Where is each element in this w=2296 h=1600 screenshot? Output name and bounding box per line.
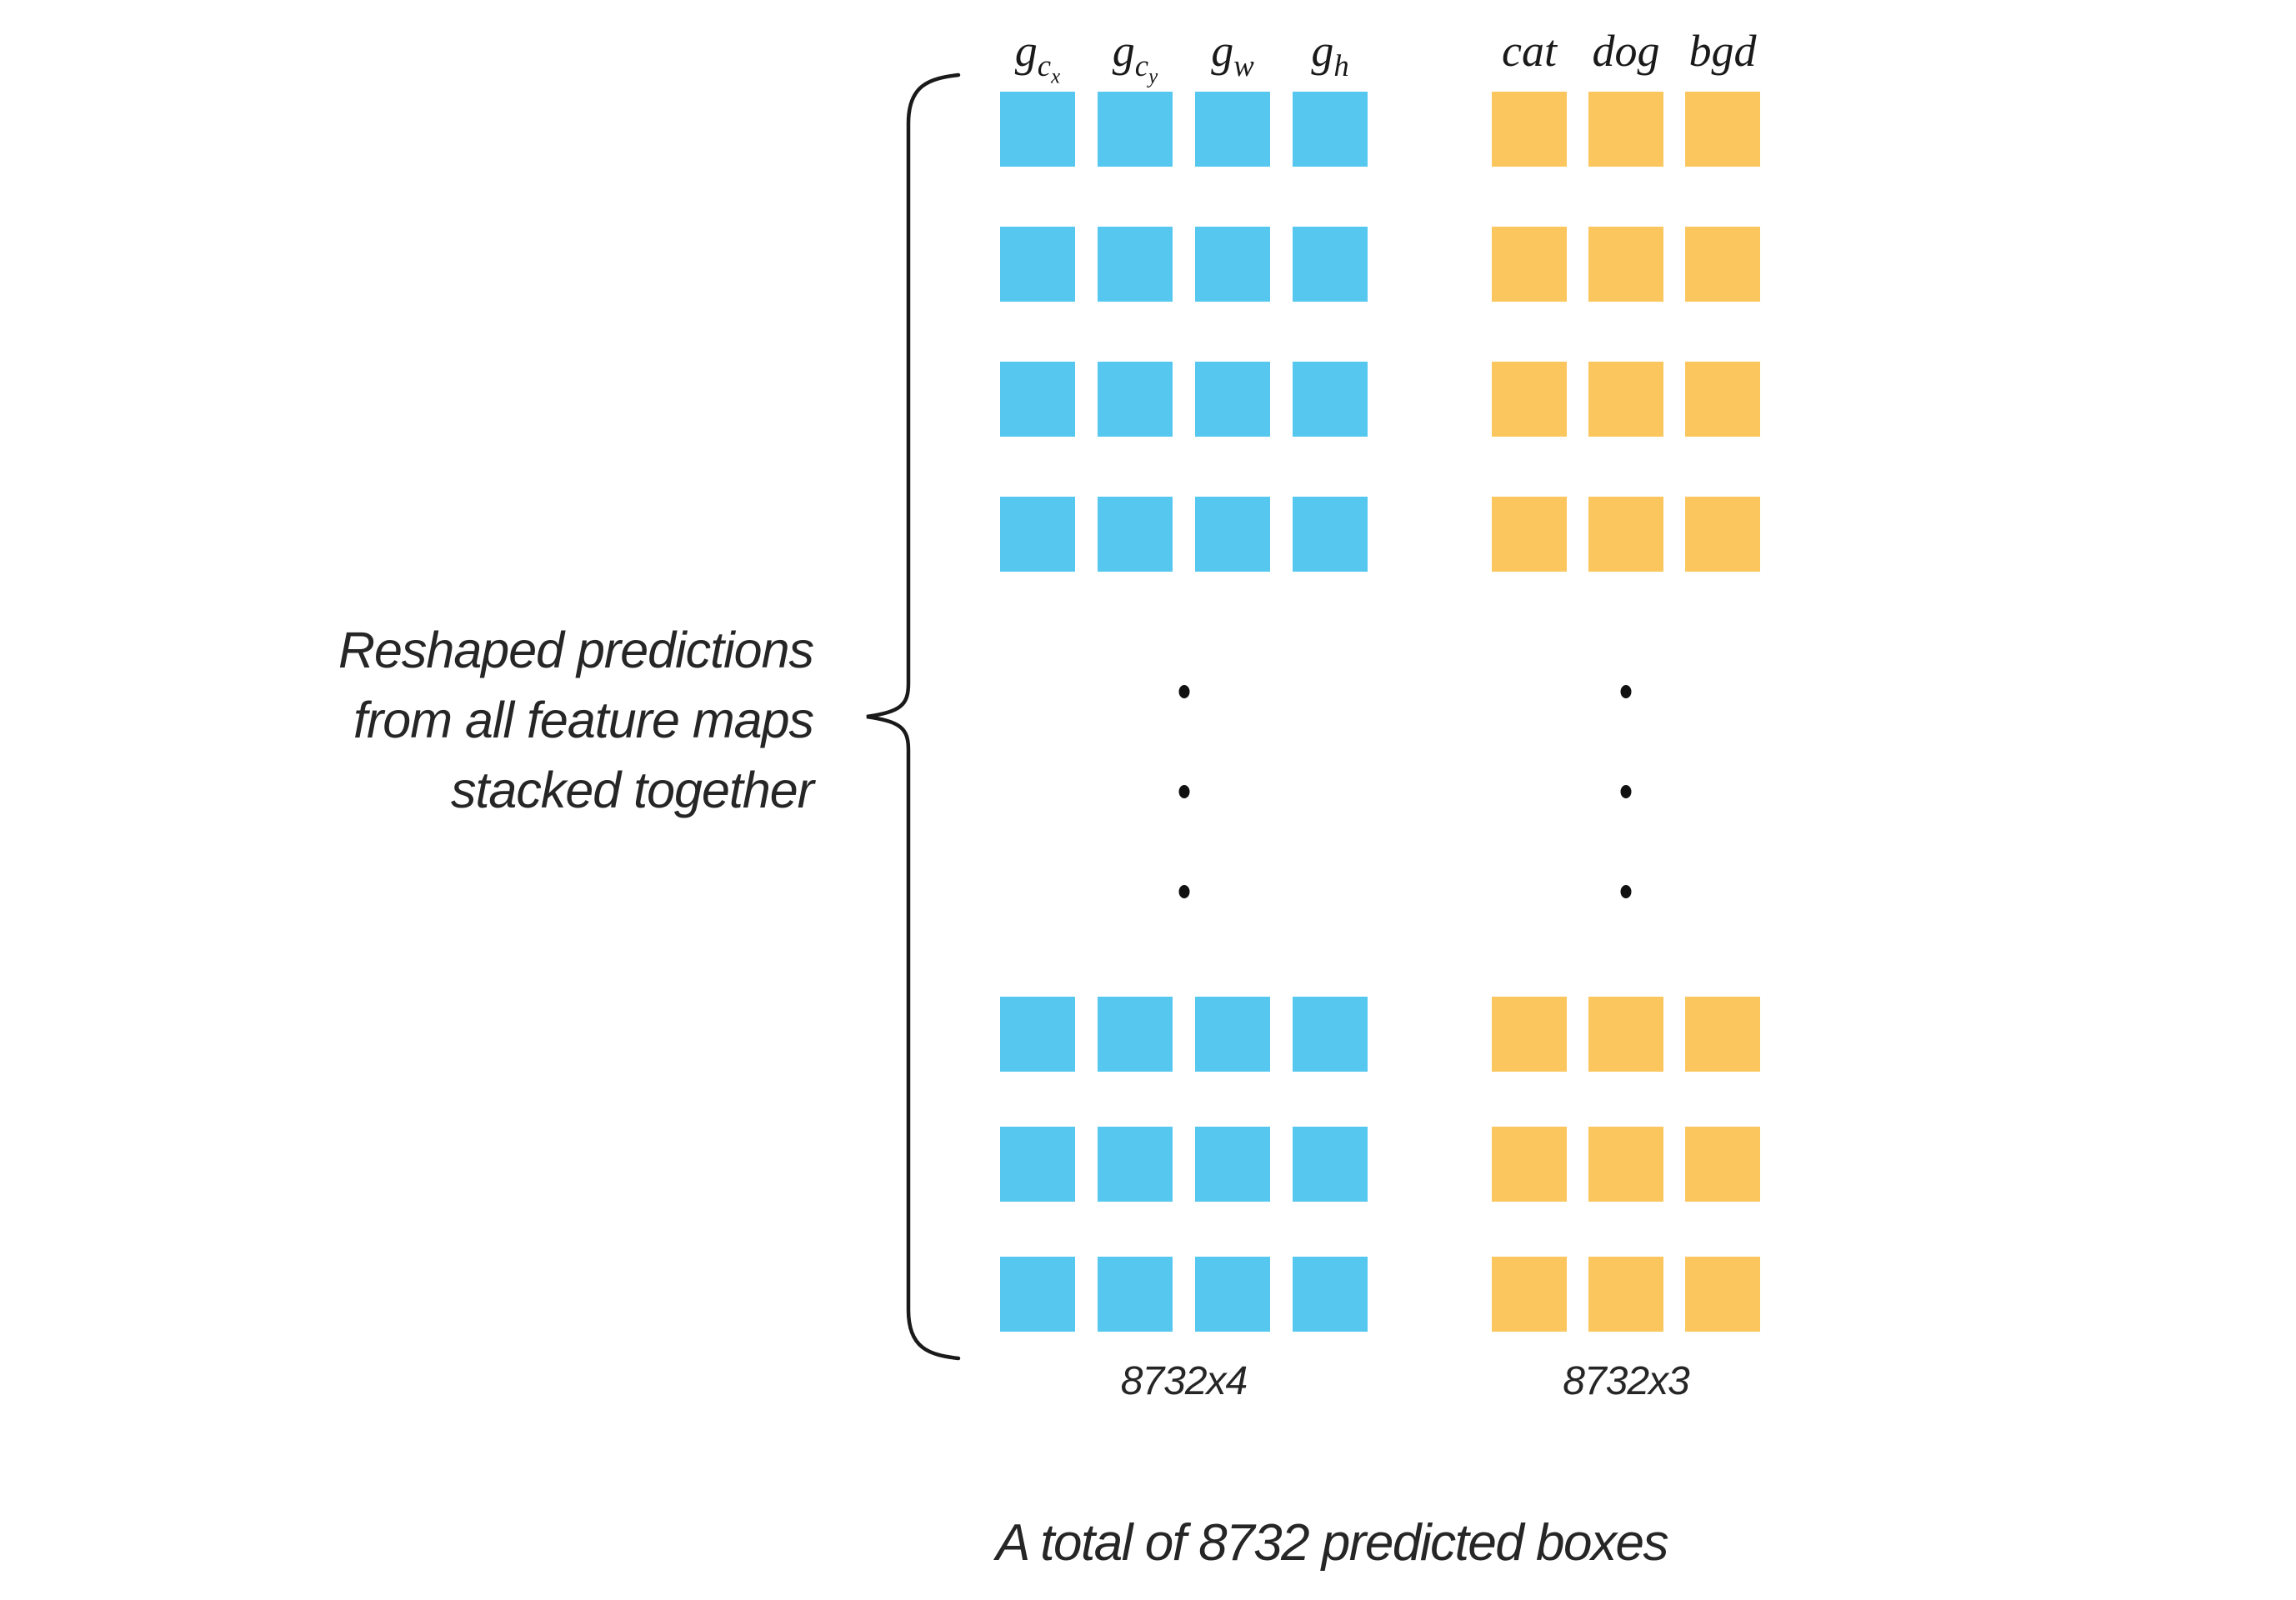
- loc-matrix-cell: [1000, 497, 1075, 572]
- cls-matrix-cell: [1685, 362, 1760, 437]
- cls-matrix-cell: [1492, 997, 1567, 1072]
- cls-matrix-cell: [1588, 1127, 1663, 1202]
- loc-matrix-cell: [1000, 997, 1075, 1072]
- loc-matrix-cell: [1195, 227, 1270, 302]
- loc-matrix-cell: [1098, 997, 1173, 1072]
- loc-size-label: 8732x4: [1120, 1359, 1248, 1403]
- loc-col-header-3: gw: [1211, 26, 1254, 82]
- loc-matrix-cell: [1195, 1127, 1270, 1202]
- loc-matrix-cell: [1195, 92, 1270, 167]
- caption: A total of 8732 predicted boxes: [996, 1514, 1669, 1572]
- loc-matrix-cell: [1098, 227, 1173, 302]
- loc-matrix-cell: [1293, 92, 1368, 167]
- loc-matrix-cell: [1000, 1257, 1075, 1332]
- cls-ellipsis-dot: [1620, 885, 1632, 898]
- loc-matrix-cell: [1293, 497, 1368, 572]
- loc-matrix-cell: [1098, 362, 1173, 437]
- annotation-line-3: stacked together: [450, 762, 814, 818]
- cls-matrix-cell: [1492, 1257, 1567, 1332]
- cls-matrix-cell: [1588, 92, 1663, 167]
- annotation-line-2: from all feature maps: [353, 692, 814, 748]
- cls-matrix-cell: [1492, 227, 1567, 302]
- loc-ellipsis-dot: [1178, 685, 1189, 698]
- cls-matrix-cell: [1685, 497, 1760, 572]
- loc-matrix-cell: [1098, 1127, 1173, 1202]
- loc-matrix-cell: [1000, 1127, 1075, 1202]
- cls-matrix-cell: [1588, 1257, 1663, 1332]
- loc-matrix-cell: [1195, 362, 1270, 437]
- loc-matrix-cell: [1098, 92, 1173, 167]
- loc-col-header-2: gcy: [1112, 26, 1158, 88]
- loc-matrix-cell: [1195, 497, 1270, 572]
- cls-matrix-cell: [1588, 227, 1663, 302]
- cls-matrix-cell: [1492, 362, 1567, 437]
- cls-matrix-cell: [1685, 227, 1760, 302]
- loc-matrix-cell: [1000, 92, 1075, 167]
- loc-matrix-cell: [1098, 1257, 1173, 1332]
- loc-matrix-cell: [1000, 227, 1075, 302]
- loc-matrix-cell: [1195, 1257, 1270, 1332]
- cls-matrix-cell: [1685, 1257, 1760, 1332]
- cls-col-header-1: cat: [1502, 26, 1557, 76]
- loc-ellipsis-dot: [1178, 785, 1189, 798]
- cls-matrix-cell: [1588, 362, 1663, 437]
- loc-matrix-cell: [1293, 1127, 1368, 1202]
- loc-matrix-cell: [1293, 227, 1368, 302]
- loc-matrix-cell: [1098, 497, 1173, 572]
- loc-col-header-4: gh: [1311, 26, 1349, 82]
- cls-matrix-cell: [1492, 1127, 1567, 1202]
- loc-matrix-cell: [1293, 1257, 1368, 1332]
- cls-ellipsis-dot: [1620, 785, 1632, 798]
- cls-matrix-cell: [1492, 92, 1567, 167]
- cls-ellipsis-dot: [1620, 685, 1632, 698]
- cls-matrix-cell: [1685, 1127, 1760, 1202]
- annotation-line-1: Reshaped predictions: [338, 622, 814, 678]
- annotation-text: Reshaped predictions from all feature ma…: [250, 615, 814, 825]
- cls-col-header-3: bgd: [1688, 26, 1757, 76]
- cls-matrix-cell: [1492, 497, 1567, 572]
- loc-ellipsis-dot: [1178, 885, 1189, 898]
- cls-matrix-cell: [1685, 997, 1760, 1072]
- loc-col-header-1: gcx: [1014, 26, 1061, 88]
- loc-matrix-cell: [1293, 997, 1368, 1072]
- cls-matrix-cell: [1685, 92, 1760, 167]
- loc-matrix-cell: [1293, 362, 1368, 437]
- cls-size-label: 8732x3: [1563, 1359, 1689, 1403]
- curly-brace-icon: [866, 72, 961, 1361]
- cls-matrix-cell: [1588, 997, 1663, 1072]
- cls-col-header-2: dog: [1592, 26, 1660, 76]
- loc-matrix-cell: [1195, 997, 1270, 1072]
- loc-matrix-cell: [1000, 362, 1075, 437]
- cls-matrix-cell: [1588, 497, 1663, 572]
